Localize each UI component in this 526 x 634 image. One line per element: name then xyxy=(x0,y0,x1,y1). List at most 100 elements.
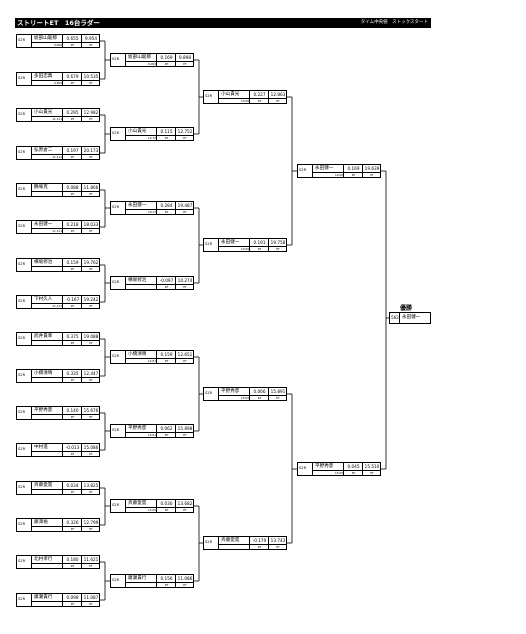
rt-label: RT xyxy=(249,396,269,400)
reaction-time: 0.197 xyxy=(62,147,82,155)
rt-label: RT xyxy=(62,452,82,456)
et-label: ET xyxy=(81,117,100,121)
rt-label: RT xyxy=(62,43,82,47)
rt-label: RT xyxy=(156,359,176,363)
racer-name: 横堀修治 xyxy=(34,260,53,265)
et-label: ET xyxy=(175,210,194,214)
reaction-time: 0.326 xyxy=(62,519,82,527)
elapsed-time: 9.954 xyxy=(81,35,100,43)
rt-label: RT xyxy=(62,304,82,308)
reaction-time: 0.159 xyxy=(156,351,176,359)
reaction-time: 0.115 xyxy=(156,128,176,136)
et-label: ET xyxy=(81,267,100,271)
rt-label: RT xyxy=(249,545,269,549)
car-class: S2R xyxy=(299,168,307,172)
car-class: S2R xyxy=(205,242,213,246)
reaction-time: 0.191 xyxy=(249,239,269,247)
racer-name: 斉藤愛雲 xyxy=(128,501,147,506)
car-class: S2R xyxy=(18,150,26,154)
racer-name: 坂部山聡那 xyxy=(128,55,151,60)
racer-name: 小橋清晴 xyxy=(34,371,53,376)
racer-name: 永田健一 xyxy=(221,240,240,245)
car-class: S2R xyxy=(18,447,26,451)
car-class: S2R xyxy=(205,540,213,544)
car-class: S2R xyxy=(112,280,120,284)
car-class-box: S2R xyxy=(110,276,126,290)
car-class-box: S2R xyxy=(16,332,32,346)
elapsed-time: 19.758 xyxy=(268,239,287,247)
car-class: S2R xyxy=(112,205,120,209)
reaction-time: 0.066 xyxy=(249,388,269,396)
car-class-box: S2R xyxy=(110,499,126,513)
rt-label: RT xyxy=(343,173,363,177)
elapsed-time: 10.535 xyxy=(81,73,100,81)
champion-name: 永田健一 xyxy=(402,315,421,320)
speed: 11.111 xyxy=(52,304,62,308)
racer-name: 永田健一 xyxy=(34,222,53,227)
et-label: ET xyxy=(81,490,100,494)
racer-name: 弘原倉二 xyxy=(34,148,53,153)
speed: 11.111 xyxy=(52,117,62,121)
rt-label: RT xyxy=(156,508,176,512)
speed: 0.000 xyxy=(53,81,62,85)
champion-number: 562 xyxy=(391,313,400,323)
elapsed-time: 15.676 xyxy=(81,407,100,415)
et-label: ET xyxy=(268,99,287,103)
car-class-box: S2R xyxy=(110,127,126,141)
winner-label: 優勝 xyxy=(400,305,413,312)
elapsed-time: 18.033 xyxy=(81,221,100,229)
car-class: S2R xyxy=(18,38,26,42)
rt-label: RT xyxy=(62,527,82,531)
racer-name: 平野秀彦 xyxy=(221,389,240,394)
rt-label: RT xyxy=(62,602,82,606)
reaction-time: 0.098 xyxy=(62,594,82,602)
rt-label: RT xyxy=(62,415,82,419)
car-class-box: S2R xyxy=(203,536,219,550)
speed: 0.000 xyxy=(147,62,156,66)
car-class: S2R xyxy=(18,187,26,191)
speed: 15.65 xyxy=(334,471,343,475)
reaction-time: -0.097 xyxy=(156,277,176,285)
car-class-box: S2R xyxy=(110,574,126,588)
elapsed-time: 12.799 xyxy=(81,519,100,527)
car-class-box: S2R xyxy=(16,34,32,48)
racer-name: 中村進 xyxy=(34,445,48,450)
racer-name: 鶴塚克 xyxy=(34,185,48,190)
et-label: ET xyxy=(81,527,100,531)
racer-name: 小橋清晴 xyxy=(128,352,147,357)
speed: 15.65 xyxy=(240,396,249,400)
car-class: S2R xyxy=(18,224,26,228)
rt-label: RT xyxy=(156,433,176,437)
elapsed-time: 13.743 xyxy=(268,537,287,545)
car-class: S2R xyxy=(18,597,26,601)
car-class: S2R xyxy=(112,131,120,135)
et-label: ET xyxy=(81,415,100,419)
et-label: ET xyxy=(81,602,100,606)
